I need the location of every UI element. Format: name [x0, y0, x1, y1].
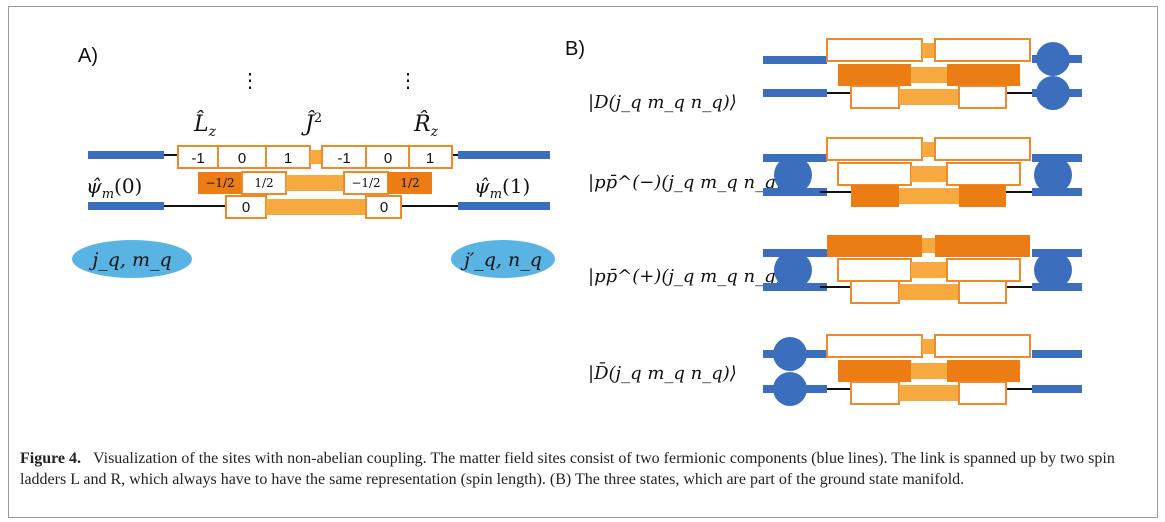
panel-b-label: B): [565, 38, 585, 60]
figure-frame: [8, 6, 1158, 518]
half-cell: −1/2: [205, 176, 234, 190]
ellipse-right-label: j′_q, n_q: [460, 249, 542, 271]
psi-right-label: ψ̂m(1): [474, 174, 530, 202]
figure-caption: Figure 4. Visualization of the sites wit…: [20, 448, 1140, 490]
matter-ellipse-left: [72, 240, 192, 278]
caption-text: Visualization of the sites with non-abel…: [20, 450, 1115, 488]
matter-ellipse-right: [451, 240, 555, 278]
ellipse-left-label: j_q, m_q: [88, 249, 171, 271]
state-pp-minus-diagram: [763, 137, 1082, 207]
matter-line-right-bottom: [458, 202, 550, 210]
op-lz: L̂z: [193, 111, 217, 140]
panel-a: A) ⋮ ⋮ L̂z Ĵ2 R̂z -1 0 1 -1: [72, 45, 555, 278]
j2-link-middle: [286, 175, 344, 191]
psi-left-label: ψ̂m(0): [86, 174, 142, 202]
rz-cell: -1: [337, 150, 350, 167]
j2-link-bottom: [266, 199, 366, 215]
state-label: |pp̄^(−)(j_q m_q n_q)⟩: [588, 172, 790, 193]
panel-b: B) |D(j_q m_q n_q)⟩ |pp̄^(−)(j_q m_q n_q…: [565, 38, 1082, 406]
half-cell-left-filled: [198, 172, 242, 194]
half-cell: −1/2: [351, 176, 380, 190]
state-label: |D(j_q m_q n_q)⟩: [588, 92, 737, 113]
ellipsis-right: ⋮: [398, 68, 418, 92]
state-label: |pp̄^(+)(j_q m_q n_q)⟩: [588, 266, 790, 287]
ellipsis-left: ⋮: [240, 68, 260, 92]
half-cell-right-filled: [388, 172, 432, 194]
rz-cell: 1: [426, 150, 434, 167]
state-label: |D̄(j_q m_q n_q)⟩: [588, 361, 737, 384]
j2-link-top: [310, 150, 322, 164]
op-j2: Ĵ2: [301, 110, 322, 137]
lz-cell: 1: [284, 150, 292, 167]
bottom-cell: 0: [242, 199, 250, 216]
rz-cell: 0: [384, 150, 392, 167]
state-d-diagram: [763, 38, 1082, 110]
panel-a-label: A): [78, 45, 98, 67]
matter-line-right-top: [458, 151, 550, 159]
lz-cell: -1: [191, 150, 204, 167]
op-rz: R̂z: [413, 111, 439, 140]
matter-line-left-top: [88, 151, 164, 159]
figure-4-diagram: A) ⋮ ⋮ L̂z Ĵ2 R̂z -1 0 1 -1: [72, 38, 1082, 406]
matter-line-left-bottom: [88, 202, 164, 210]
rz-ladder: -1 0 1: [321, 145, 453, 169]
lz-cell: 0: [238, 150, 246, 167]
bottom-cell: 0: [380, 199, 388, 216]
half-cell: 1/2: [254, 176, 273, 190]
caption-label: Figure 4.: [20, 450, 82, 467]
state-d-bar-diagram: [763, 334, 1082, 406]
half-cell: 1/2: [400, 176, 419, 190]
lz-ladder: -1 0 1: [177, 145, 311, 169]
state-pp-plus-diagram: [763, 235, 1082, 304]
